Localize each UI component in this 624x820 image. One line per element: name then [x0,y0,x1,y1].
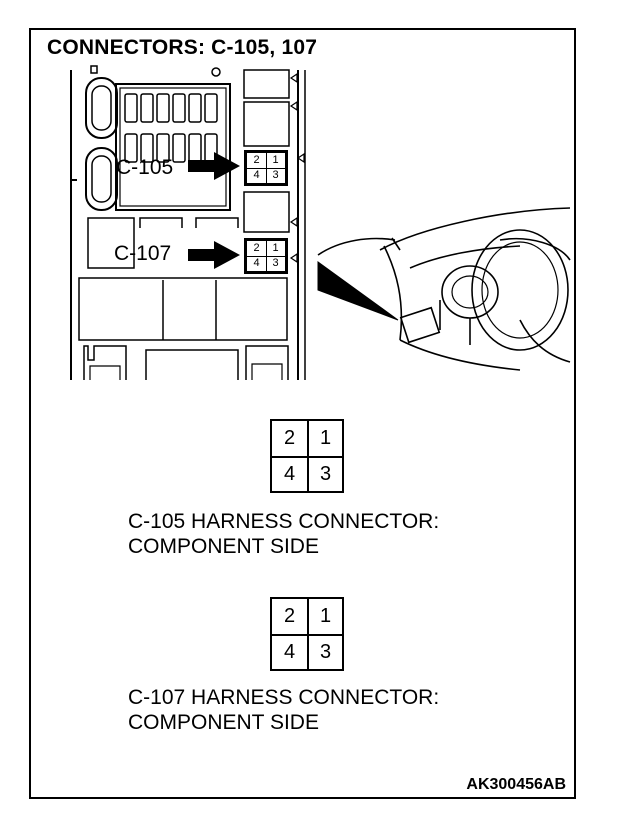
c107-pin-4: 4 [272,636,309,669]
mini-connector-c107: 2 1 4 3 [244,238,288,274]
c107-caption-line1: C-107 HARNESS CONNECTOR: [128,686,440,709]
mini-pin-2: 2 [247,153,267,169]
c105-caption-line2: COMPONENT SIDE [128,535,319,558]
mini-pin-4: 4 [247,256,267,271]
c107-caption-line2: COMPONENT SIDE [128,711,319,734]
mini-pin-4: 4 [247,168,267,183]
c105-pin-4: 4 [272,458,309,491]
c107-caption: C-107 HARNESS CONNECTOR: COMPONENT SIDE [128,685,439,735]
mini-connector-c105: 2 1 4 3 [244,150,288,186]
c107-pin-diagram: 2 1 4 3 [270,597,344,671]
c105-caption: C-105 HARNESS CONNECTOR: COMPONENT SIDE [128,509,439,559]
c105-caption-line1: C-105 HARNESS CONNECTOR: [128,510,440,533]
mini-pin-2: 2 [247,241,267,257]
c105-pin-1: 1 [309,421,342,458]
c105-pin-diagram: 2 1 4 3 [270,419,344,493]
c107-pin-2: 2 [272,599,309,636]
figure-frame [29,28,576,799]
c105-pin-3: 3 [319,463,332,485]
callout-c107-label: C-107 [114,242,172,265]
figure-code: AK300456AB [466,776,566,793]
mini-pin-3: 3 [272,169,279,181]
c107-pin-3: 3 [319,641,332,663]
callout-c105-label: C-105 [116,156,174,179]
figure-title: CONNECTORS: C-105, 107 [47,36,318,59]
c105-pin-2: 2 [272,421,309,458]
mini-pin-3: 3 [272,257,279,269]
c107-pin-1: 1 [309,599,342,636]
mini-pin-1: 1 [266,241,285,257]
mini-pin-1: 1 [266,153,285,169]
